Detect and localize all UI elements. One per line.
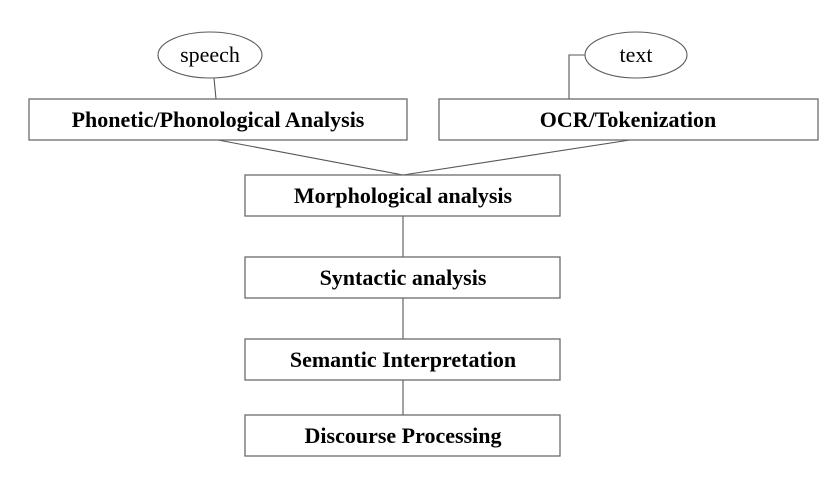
edge-ocr-to-morph (402, 139, 631, 176)
edge-speech-to-phonetic (213, 77, 217, 100)
speech-ellipse (157, 31, 263, 79)
ocr-box (438, 98, 819, 141)
phonetic-box (28, 98, 408, 141)
semantic-box (244, 338, 561, 381)
input-text: text (584, 31, 688, 79)
node-phonetic: Phonetic/Phonological Analysis (28, 98, 408, 141)
semantic-label: Semantic Interpretation (290, 347, 516, 372)
edge-text-to-ocr (568, 54, 585, 99)
node-ocr: OCR/Tokenization (438, 98, 819, 141)
node-syntactic: Syntactic analysis (244, 256, 561, 299)
ocr-label: OCR/Tokenization (540, 107, 716, 132)
speech-label: speech (180, 42, 240, 67)
phonetic-label: Phonetic/Phonological Analysis (72, 107, 365, 132)
input-speech: speech (157, 31, 263, 79)
syntactic-label: Syntactic analysis (320, 265, 487, 290)
discourse-label: Discourse Processing (305, 423, 502, 448)
node-semantic: Semantic Interpretation (244, 338, 561, 381)
syntactic-box (244, 256, 561, 299)
morphological-box (244, 174, 561, 217)
text-ellipse (584, 31, 688, 79)
discourse-box (244, 414, 561, 457)
text-label: text (620, 42, 653, 67)
edge-phonetic-to-morph (217, 139, 404, 176)
node-morphological: Morphological analysis (244, 174, 561, 217)
morphological-label: Morphological analysis (294, 183, 513, 208)
node-discourse: Discourse Processing (244, 414, 561, 457)
